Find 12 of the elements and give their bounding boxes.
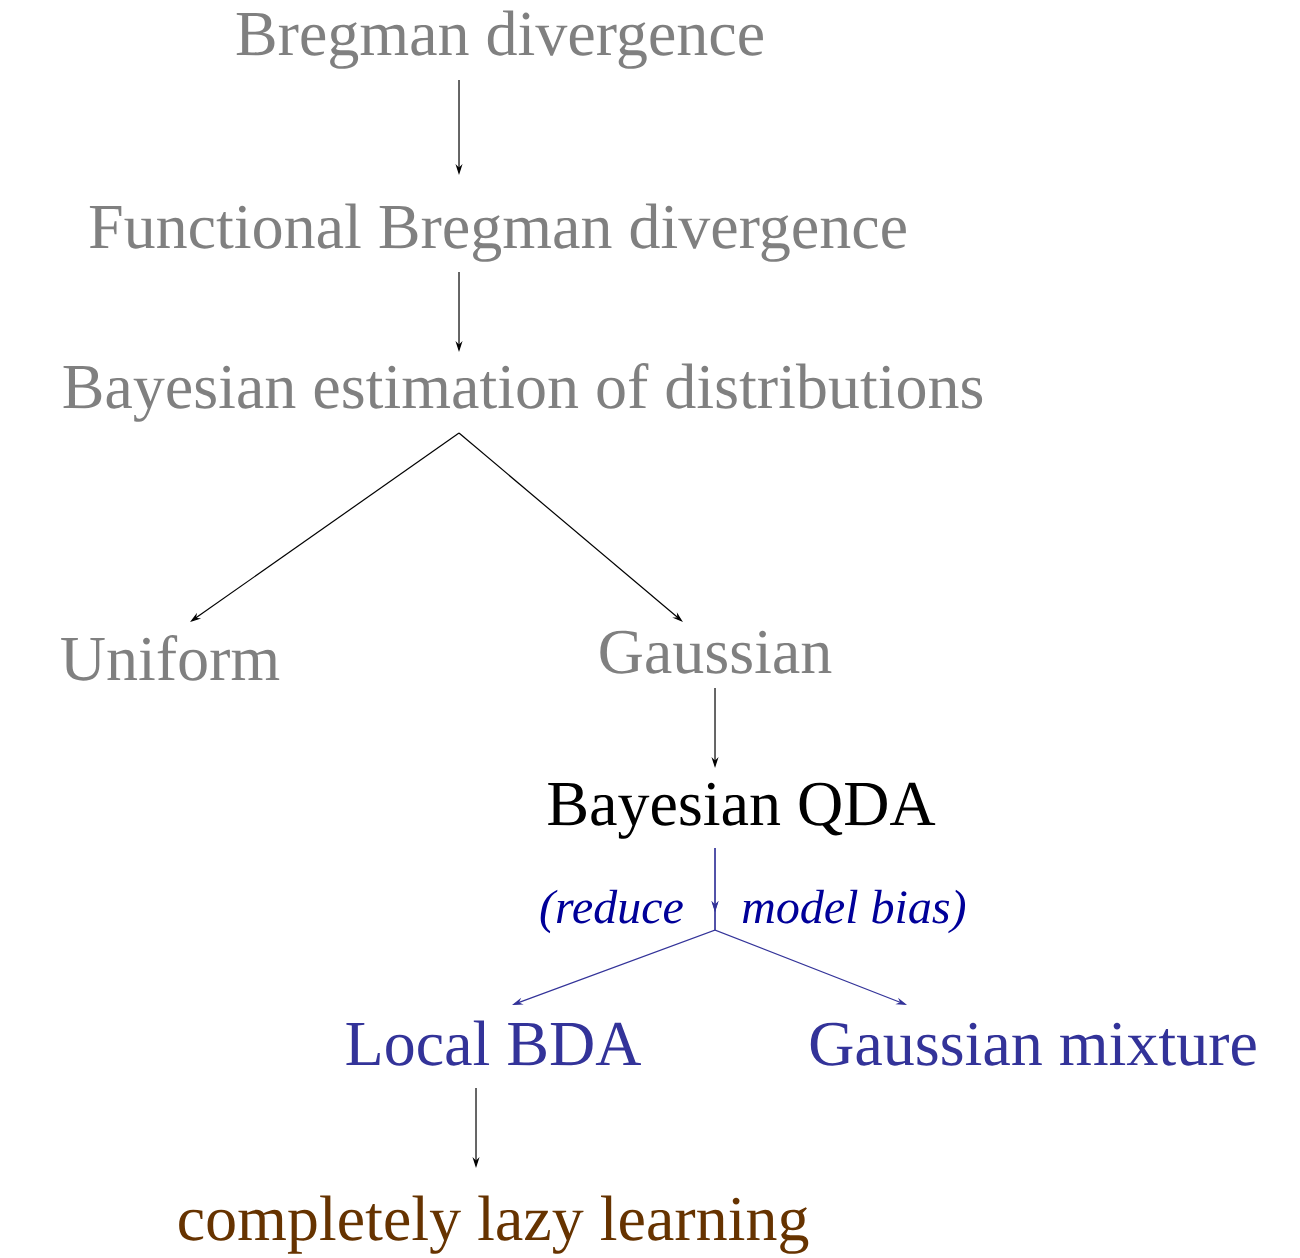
node-label: Gaussian: [600, 630, 832, 674]
node-label: Bayesian estimation of distributions: [63, 362, 983, 422]
node-label: Functional Bregman divergence: [89, 203, 906, 262]
node-label: Bregman divergence: [236, 10, 763, 69]
node-label: Uniform: [61, 634, 280, 681]
arrow: [458, 432, 683, 622]
note-text: model bias): [742, 889, 966, 934]
note-text: (reduce: [540, 889, 683, 934]
node-label: completely lazy learning: [179, 1195, 809, 1254]
node-label: Gaussian mixture: [810, 1022, 1256, 1066]
highlighted-label: Bayesian QDA: [548, 782, 936, 839]
node-label: Local BDA: [346, 1020, 641, 1066]
